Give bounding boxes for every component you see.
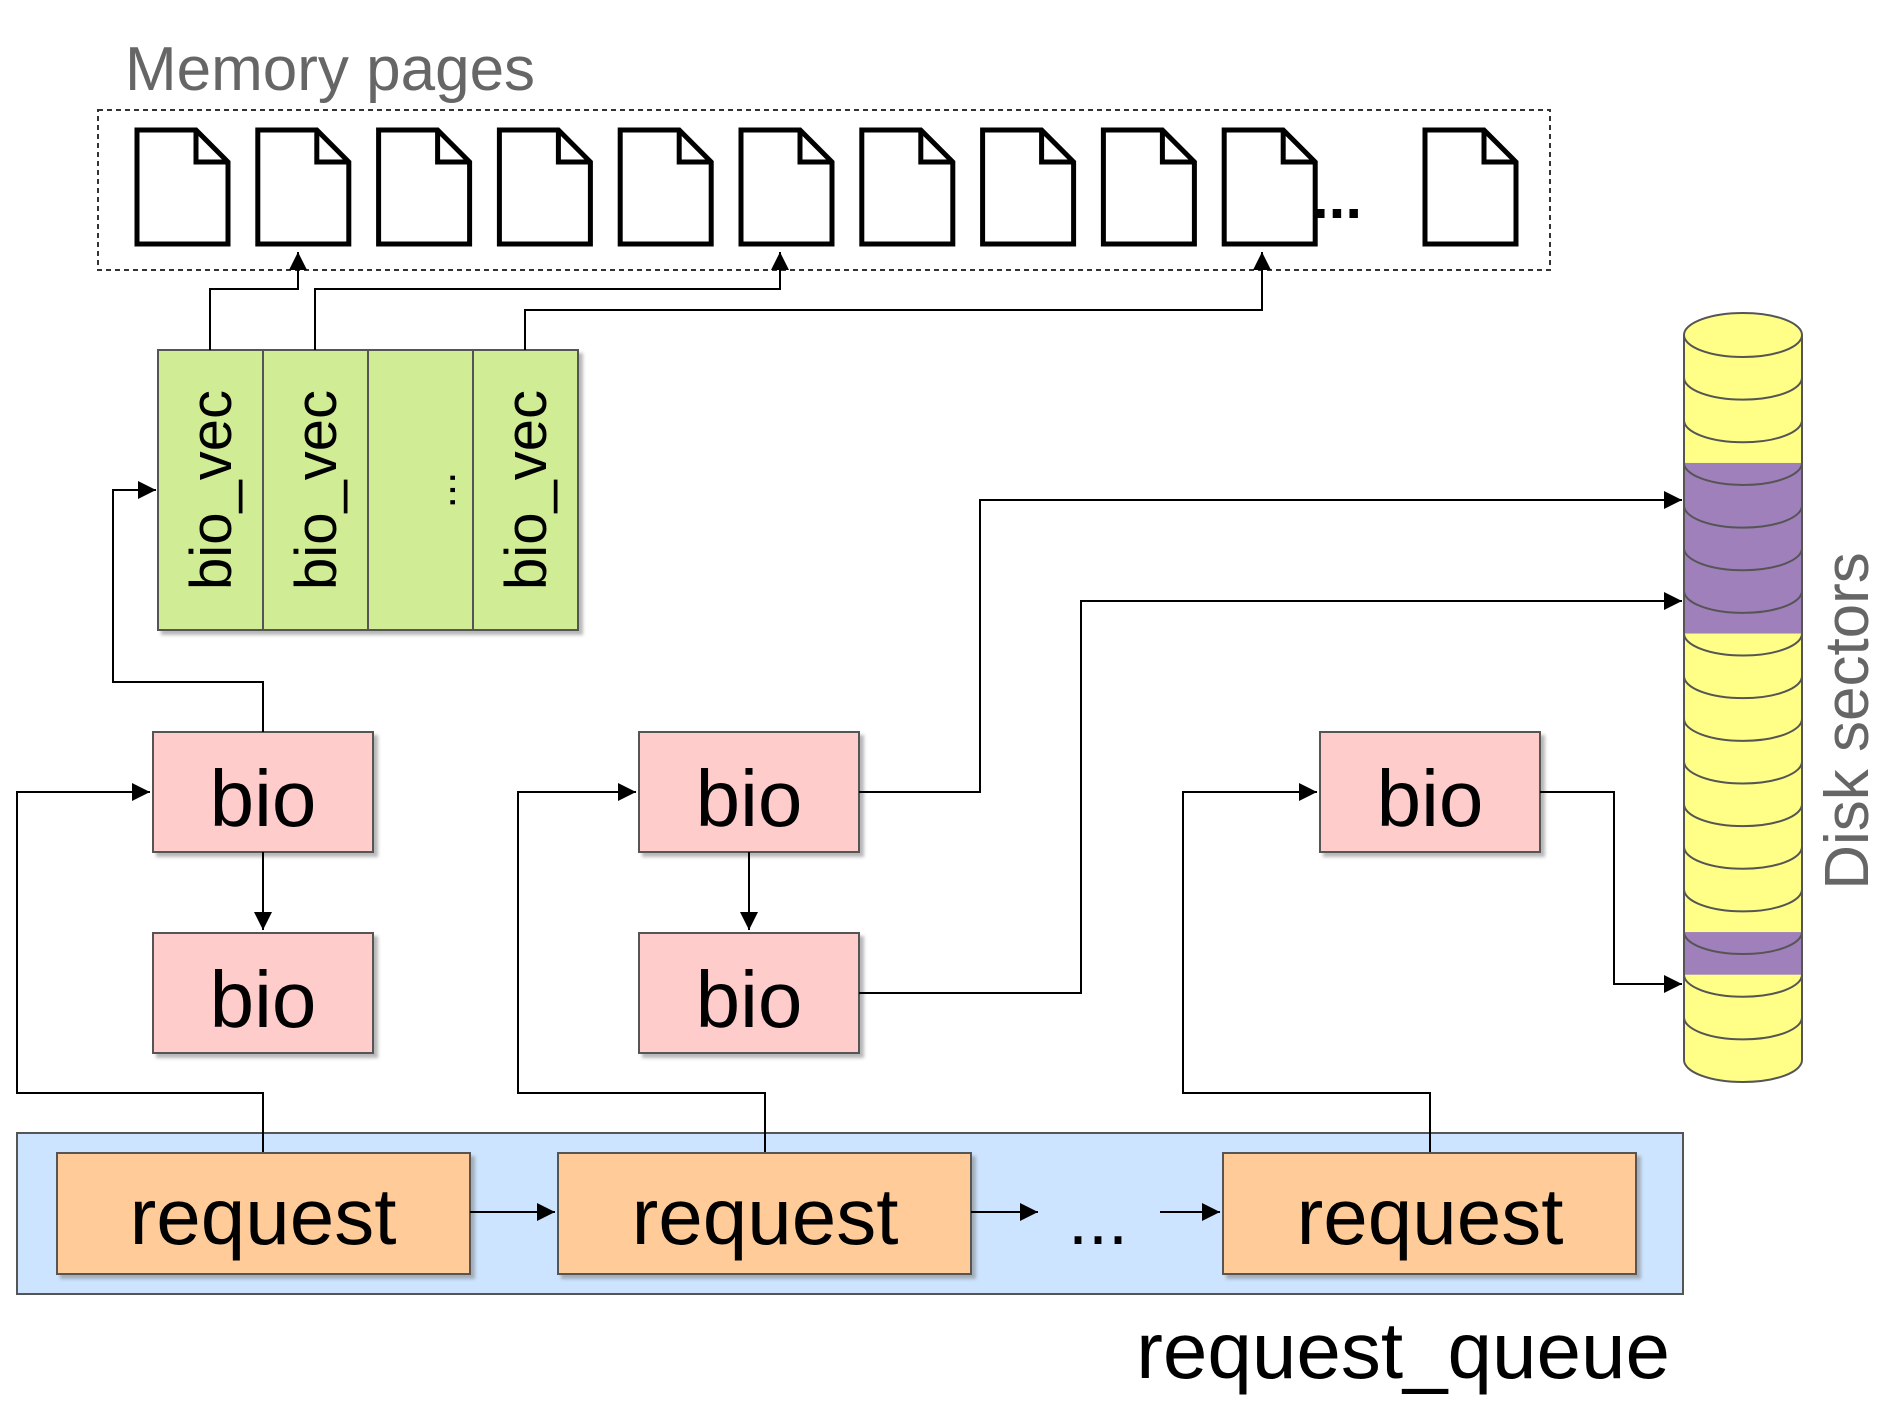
bio-vec-to-page-arrow-3 xyxy=(524,252,1271,350)
memory-page-icon xyxy=(134,127,231,247)
disk-sector-divider xyxy=(1683,676,1803,700)
disk-sector-divider xyxy=(1683,633,1803,657)
bio-to-disk-arrow-3 xyxy=(1540,791,1682,993)
disk-sector-divider xyxy=(1683,889,1803,913)
request-to-bio-arrow-1 xyxy=(16,783,264,1153)
memory-page-icon xyxy=(617,127,714,247)
memory-pages xyxy=(134,127,1519,247)
bio-label: bio xyxy=(210,754,317,843)
disk-sector-divider xyxy=(1683,846,1803,870)
bio-label: bio xyxy=(696,955,803,1044)
request-to-bio-arrow-3 xyxy=(1182,783,1431,1153)
bio-vec-cell-4: bio_vec xyxy=(494,390,559,590)
disk-sector-divider xyxy=(1683,548,1803,572)
bio-vec-cell-ellipsis: ... xyxy=(416,472,465,509)
bio-to-disk-arrow-1 xyxy=(859,491,1682,793)
disk-sectors xyxy=(1683,312,1803,1083)
disk-sector-divider xyxy=(1683,931,1803,956)
bio-to-bio-vec-arrow xyxy=(112,481,264,732)
memory-page-icon xyxy=(738,127,835,247)
disk-sector-divider xyxy=(1683,718,1803,742)
request-box-3: request xyxy=(1222,1152,1637,1275)
bio-box-5: bio xyxy=(1319,731,1541,853)
bio-vec-array: bio_vec bio_vec ... bio_vec xyxy=(157,349,579,631)
memory-page-icon xyxy=(376,127,473,247)
disk-sector-divider xyxy=(1683,462,1803,486)
memory-page-icon xyxy=(1221,127,1318,247)
request-box-2: request xyxy=(557,1152,972,1275)
bio-box-2: bio xyxy=(152,932,374,1054)
request-label: request xyxy=(130,1172,397,1261)
disk-sector-divider xyxy=(1683,761,1803,785)
bio-vec-to-page-arrow-1 xyxy=(209,252,307,350)
memory-page-icon xyxy=(980,127,1077,247)
bio-box-4: bio xyxy=(638,932,860,1054)
request-box-1: request xyxy=(56,1152,471,1275)
memory-page-icon xyxy=(859,127,956,247)
memory-pages-title: Memory pages xyxy=(125,35,535,104)
bio-vec-cell-2: bio_vec xyxy=(284,390,349,590)
disk-sector-divider xyxy=(1683,377,1803,401)
bio-vec-cell-1: bio_vec xyxy=(179,390,244,590)
request-to-bio-arrow-2 xyxy=(517,783,766,1153)
memory-page-icon xyxy=(496,127,593,247)
disk-top-cap xyxy=(1683,312,1803,358)
disk-sector-divider xyxy=(1683,804,1803,828)
memory-page-icon xyxy=(1422,127,1519,247)
disk-bottom-cap xyxy=(1683,1059,1803,1083)
memory-page-icon xyxy=(255,127,352,247)
disk-sector-divider xyxy=(1683,590,1803,614)
bio-box-1: bio xyxy=(152,731,374,853)
memory-page-icon xyxy=(1100,127,1197,247)
bio-label: bio xyxy=(210,955,317,1044)
bio-label: bio xyxy=(1377,754,1484,843)
request-label: request xyxy=(1297,1172,1564,1261)
bio-vec-to-page-arrow-2 xyxy=(314,252,789,350)
request-label: request xyxy=(632,1172,899,1261)
disk-sector-divider xyxy=(1683,974,1803,998)
request-ellipsis: ... xyxy=(1068,1180,1128,1260)
request-queue-label: request_queue xyxy=(1136,1306,1670,1395)
bio-to-disk-arrow-2 xyxy=(859,592,1682,994)
disk-sector-divider xyxy=(1683,505,1803,529)
pages-ellipsis: ... xyxy=(1312,164,1362,231)
memory-pages-container xyxy=(97,109,1551,271)
disk-sector-divider xyxy=(1683,420,1803,444)
disk-sectors-label: Disk sectors xyxy=(1813,552,1882,890)
bio-label: bio xyxy=(696,754,803,843)
disk-sector-divider xyxy=(1683,1017,1803,1041)
bio-box-3: bio xyxy=(638,731,860,853)
